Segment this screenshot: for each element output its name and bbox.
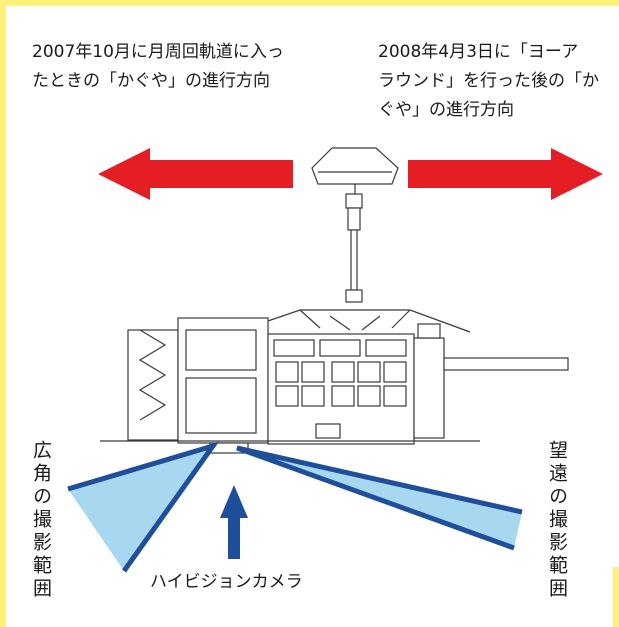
right-direction-label: 2008年4月3日に「ヨーア ラウンド」を行った後の「か ぐや」の進行方向	[378, 38, 608, 125]
right-direction-line-3: ぐや」の進行方向	[378, 100, 514, 120]
wide-angle-range-label: 広角の撮影範囲	[30, 440, 52, 601]
telephoto-fov-edges	[236, 445, 523, 551]
hdtv-camera-label: ハイビジョンカメラ	[150, 572, 303, 592]
red-right-arrow-icon	[408, 148, 603, 200]
right-direction-line-2: ラウンド」を行った後の「か	[378, 71, 599, 91]
left-direction-line-2: たときの「かぐや」の進行方向	[32, 71, 270, 91]
frame-accent	[613, 567, 619, 627]
left-direction-line-1: 2007年10月に月周回軌道に入っ	[32, 42, 284, 62]
left-direction-label: 2007年10月に月周回軌道に入っ たときの「かぐや」の進行方向	[32, 38, 332, 96]
red-left-arrow-icon	[98, 148, 293, 200]
satellite-icon	[100, 147, 569, 454]
telephoto-range-label: 望遠の撮影範囲	[546, 440, 568, 601]
right-direction-line-1: 2008年4月3日に「ヨーア	[378, 42, 579, 62]
wide-angle-fov	[68, 446, 213, 571]
blue-up-arrow-icon	[220, 485, 248, 559]
wide-angle-fov-edges	[67, 441, 220, 573]
